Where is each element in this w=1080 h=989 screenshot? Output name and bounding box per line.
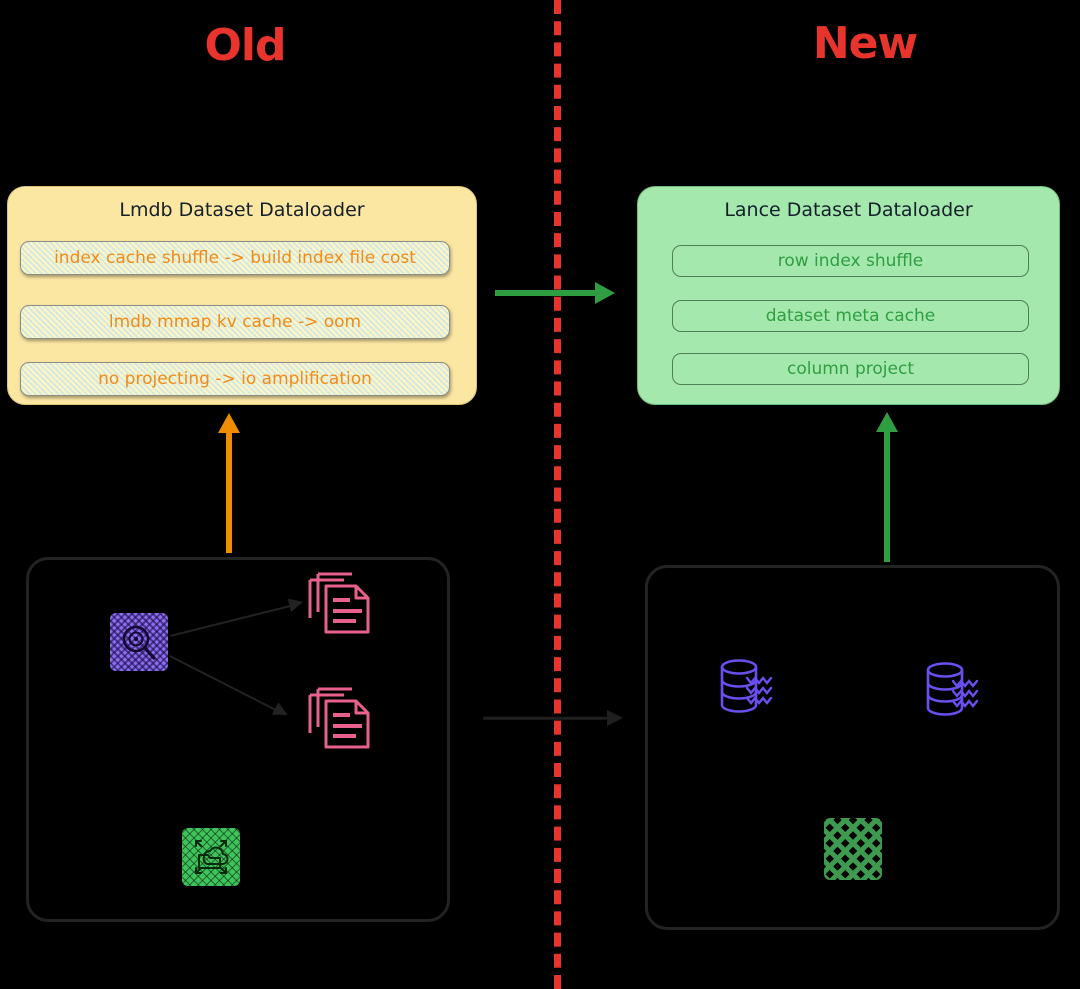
cloud-folder-glyph [195,840,229,874]
lance-item-column-project: column project [672,353,1029,385]
old-to-new-box-arrow [495,280,615,306]
vertical-dashed-separator [554,0,561,989]
database-stream-icon-left [720,659,773,713]
arrow-head [607,710,623,726]
document-stack-icon-bottom [308,687,370,749]
lmdb-box-title: Lmdb Dataset Dataloader [119,199,365,221]
document-stack-icon-top [308,572,370,634]
lance-box-title: Lance Dataset Dataloader [724,199,973,221]
lmdb-item-no-projecting: no projecting -> io amplification [20,362,450,396]
arrow-head [595,282,615,304]
magnifier-glyph [122,625,156,660]
section-title-new: New [812,18,918,69]
arrow-shaft [483,716,611,720]
lance-item-dataset-meta-cache: dataset meta cache [672,300,1029,332]
arrow-shaft [226,427,232,553]
lance-item-row-index-shuffle: row index shuffle [672,245,1029,277]
lmdb-item-index-cache-shuffle: index cache shuffle -> build index file … [20,241,450,275]
arrow-shaft [495,290,599,296]
old-to-new-panel-arrow [483,709,623,727]
database-stream-icon-right [926,662,979,716]
lmdb-item-mmap-kv-cache: lmdb mmap kv cache -> oom [20,305,450,339]
green-hatched-data-icon [824,818,882,880]
cloud-folder-expand-icon [182,828,240,886]
section-title-old: Old [204,20,287,71]
arrow-head [218,413,240,433]
arrow-head [876,412,898,432]
search-index-icon [110,613,168,671]
old-panel-to-box-arrow [216,413,242,553]
arrow-shaft [884,426,890,562]
new-panel-to-box-arrow [874,412,900,562]
